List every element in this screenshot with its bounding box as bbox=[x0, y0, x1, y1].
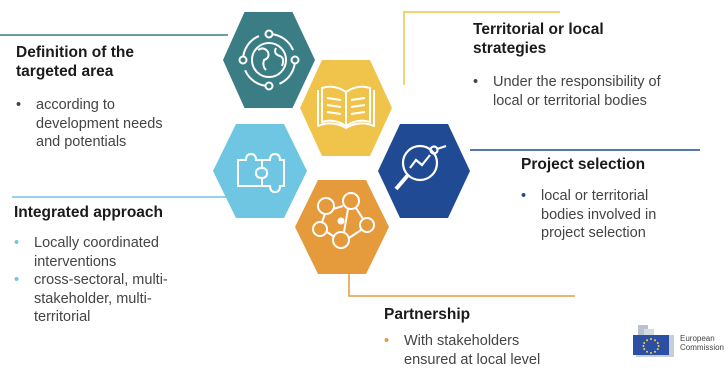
integrated-bullet-2: •cross-sectoral, multi-stakeholder, mult… bbox=[14, 272, 168, 325]
strategies-connector bbox=[403, 11, 560, 85]
logo-line-2: Commission bbox=[680, 343, 725, 352]
partnership-bullet-1: •With stakeholders ensured at local leve… bbox=[384, 333, 541, 368]
bullet-dot: • bbox=[473, 74, 479, 90]
area-bullets: •according to development needs and pote… bbox=[16, 96, 186, 152]
hex-partnership bbox=[295, 180, 389, 274]
area-bullet-1: •according to development needs and pote… bbox=[16, 97, 163, 150]
hex-integrated bbox=[213, 124, 307, 218]
european-commission-logo bbox=[633, 325, 674, 357]
bullet-dot: • bbox=[14, 235, 20, 251]
network-people-icon bbox=[312, 192, 375, 249]
logo-line-1: European bbox=[680, 334, 715, 343]
book-icon bbox=[317, 85, 375, 129]
puzzle-icon bbox=[237, 152, 285, 194]
globe-icon bbox=[238, 29, 300, 91]
integrated-bullets: •Locally coordinated interventions •cros… bbox=[14, 234, 204, 327]
partnership-title: Partnership bbox=[384, 306, 471, 323]
hex-strategies bbox=[300, 60, 392, 156]
logo-text: European Commission bbox=[680, 334, 724, 352]
selection-title: Project selection bbox=[521, 156, 646, 173]
magnifier-chart-icon bbox=[394, 144, 447, 191]
bullet-dot: • bbox=[14, 272, 20, 288]
selection-bullet-1: •local or territorial bodies involved in… bbox=[521, 188, 657, 241]
strategies-bullet-1: •Under the responsibility of local or te… bbox=[473, 74, 661, 109]
integrated-title: Integrated approach bbox=[14, 204, 163, 221]
hex-area bbox=[223, 12, 315, 108]
strategies-title: Territorial or local strategies bbox=[473, 21, 604, 57]
integrated-bullet-1: •Locally coordinated interventions bbox=[14, 235, 159, 270]
bullet-dot: • bbox=[384, 333, 390, 349]
hex-selection bbox=[378, 124, 470, 218]
bullet-dot: • bbox=[521, 188, 527, 204]
selection-bullets: •local or territorial bodies involved in… bbox=[521, 187, 691, 243]
bullet-dot: • bbox=[16, 97, 22, 113]
strategies-bullets: •Under the responsibility of local or te… bbox=[473, 73, 673, 110]
area-title: Definition of the targeted area bbox=[16, 44, 134, 80]
partnership-bullets: •With stakeholders ensured at local leve… bbox=[384, 332, 574, 369]
